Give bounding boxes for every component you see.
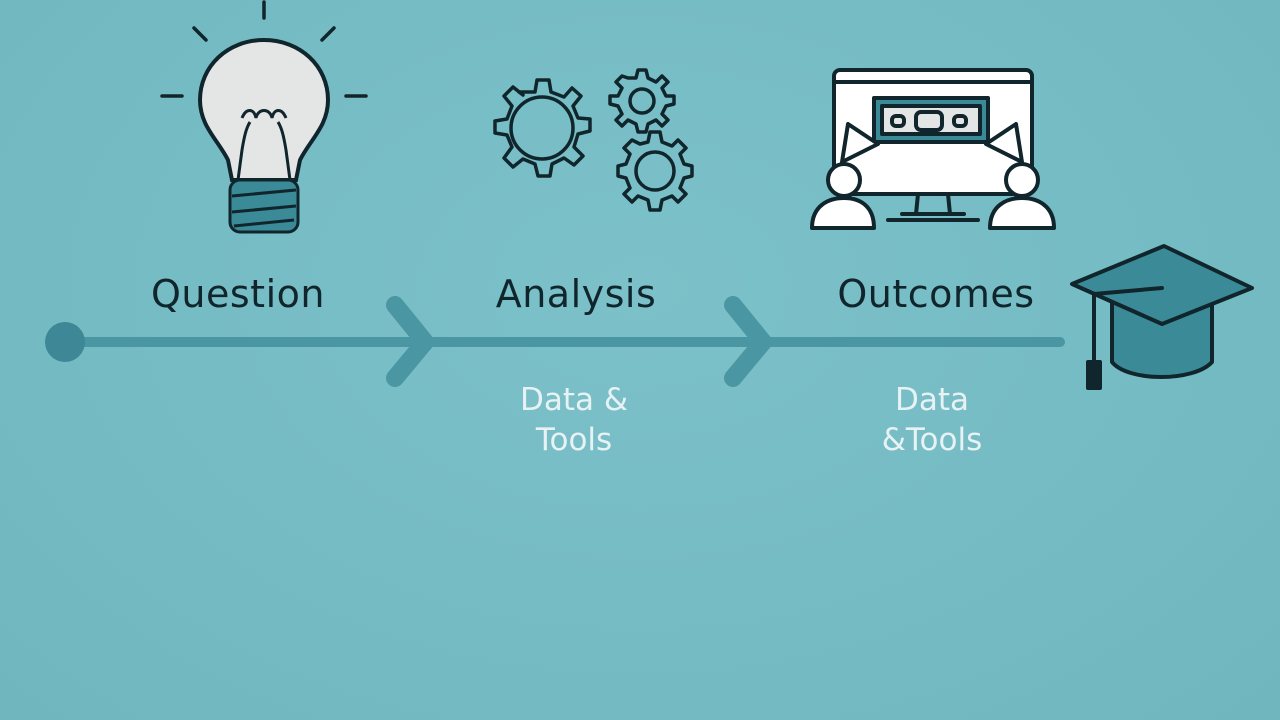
stage-label-analysis: Analysis <box>495 272 657 316</box>
sublabel-data-tools-1: Data & Tools <box>519 382 629 458</box>
timeline-arrow-1 <box>386 296 434 387</box>
gears-icon <box>476 58 702 218</box>
timeline-start-dot <box>45 322 85 362</box>
lightbulb-icon <box>158 0 370 240</box>
stage-label-outcomes: Outcomes <box>837 272 1035 316</box>
stage-label-question: Question <box>151 272 325 316</box>
monitor-people-icon <box>808 66 1058 232</box>
graduation-cap-icon <box>1068 242 1254 392</box>
sublabel-data-tools-2: Data &Tools <box>881 382 983 458</box>
timeline-arrow-2 <box>724 296 772 387</box>
